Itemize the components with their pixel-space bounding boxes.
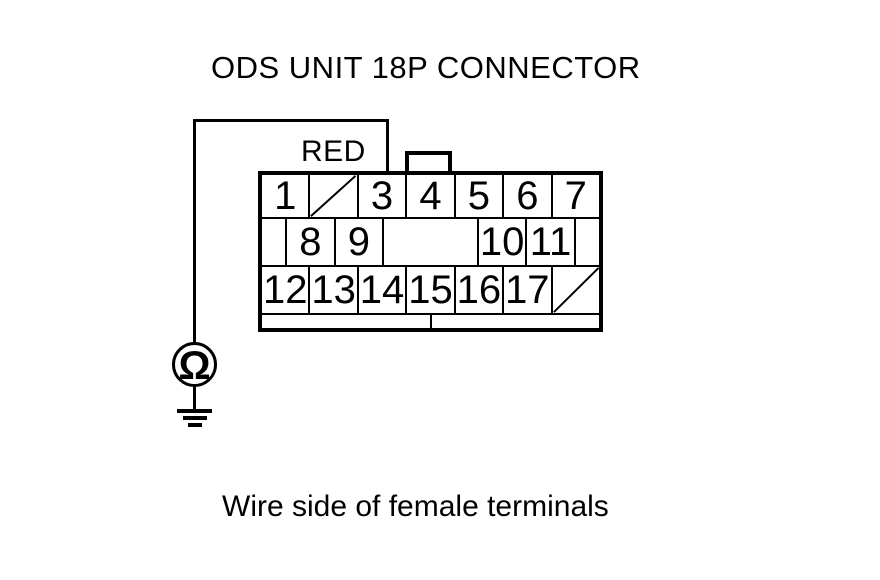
connector-bottom-strip: [262, 315, 599, 328]
pin-cell-4: 4: [405, 175, 453, 217]
ohm-symbol: Ω: [178, 343, 211, 388]
pin-cell-10: 10: [476, 219, 525, 265]
pin-cell-13: 13: [308, 267, 356, 313]
no-pin-diagonal-icon: [310, 175, 356, 217]
row-divider: [262, 217, 599, 219]
ground-icon: [188, 423, 202, 427]
pin-cell-15: 15: [405, 267, 453, 313]
connector-row-2: 8 9 10 11: [262, 219, 599, 265]
connector-body: 1 3 4 5 6 7 8 9 10 11 12 13 14: [258, 151, 603, 332]
pin-cell-6: 6: [502, 175, 550, 217]
pin-cell-7: 7: [550, 175, 599, 217]
pin-cell-16: 16: [453, 267, 502, 313]
connector-row-3: 12 13 14 15 16 17: [262, 267, 599, 313]
pin-cell-blocked-2: [308, 175, 356, 217]
wire-left-vertical-segment: [193, 119, 196, 343]
diagram-caption: Wire side of female terminals: [222, 490, 609, 523]
ground-icon: [183, 416, 207, 420]
wire-color-label: RED: [301, 135, 366, 168]
pin-cell-17: 17: [502, 267, 550, 313]
pin-cell-5: 5: [453, 175, 502, 217]
wire-horizontal-segment: [193, 119, 389, 122]
row-divider: [262, 265, 599, 267]
pin-cell-14: 14: [356, 267, 405, 313]
pin-cell-3: 3: [356, 175, 405, 217]
pin-cell-8: 8: [285, 219, 333, 265]
no-pin-diagonal-icon: [553, 267, 599, 313]
connector-row-1: 1 3 4 5 6 7: [262, 175, 599, 217]
connector-lock-tab: [405, 151, 452, 175]
pin-cell-12: 12: [262, 268, 308, 312]
blank-cell-left: [262, 219, 285, 265]
pin-cell-9: 9: [333, 219, 382, 265]
pin-cell-blocked-18: [550, 267, 599, 313]
diagram-title: ODS UNIT 18P CONNECTOR: [211, 50, 641, 85]
wire-probe-vertical-segment: [386, 119, 389, 175]
row-divider: [262, 313, 599, 315]
blank-cell-center: [382, 219, 477, 265]
ground-stem: [193, 385, 196, 411]
ground-icon: [177, 409, 212, 413]
pin-cell-11: 11: [525, 219, 573, 265]
pin-cell-1: 1: [274, 175, 297, 217]
strip-center-notch: [429, 315, 432, 328]
ohmmeter-icon: Ω: [172, 342, 217, 387]
blank-cell-right: [573, 219, 599, 265]
